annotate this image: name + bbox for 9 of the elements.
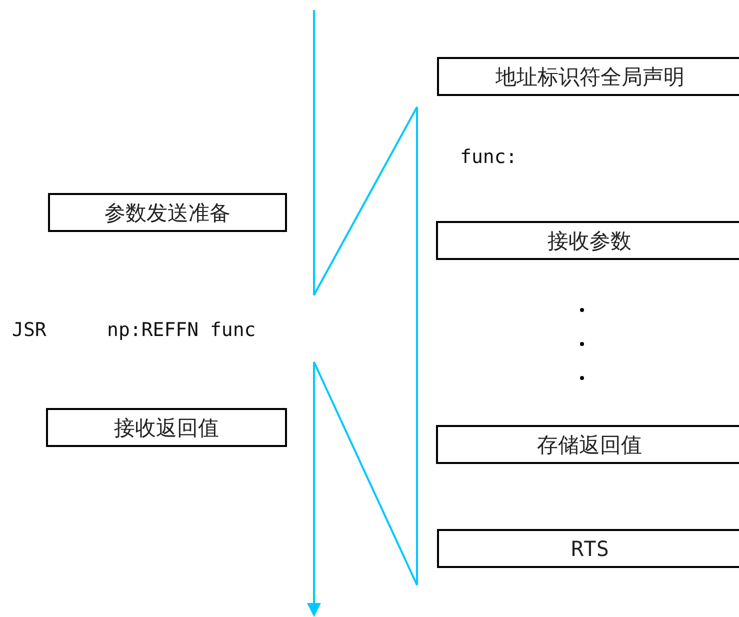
code-label: np:REFFN func — [107, 318, 256, 342]
process-box: 存储返回值 — [436, 425, 739, 464]
code-label: func: — [460, 145, 518, 169]
process-box: 地址标识符全局声明 — [437, 57, 739, 96]
process-box: RTS — [437, 529, 739, 568]
process-box: 接收返回值 — [46, 408, 287, 447]
process-box: 参数发送准备 — [48, 193, 287, 232]
code-label: JSR — [12, 318, 46, 342]
process-box: 接收参数 — [436, 221, 739, 260]
